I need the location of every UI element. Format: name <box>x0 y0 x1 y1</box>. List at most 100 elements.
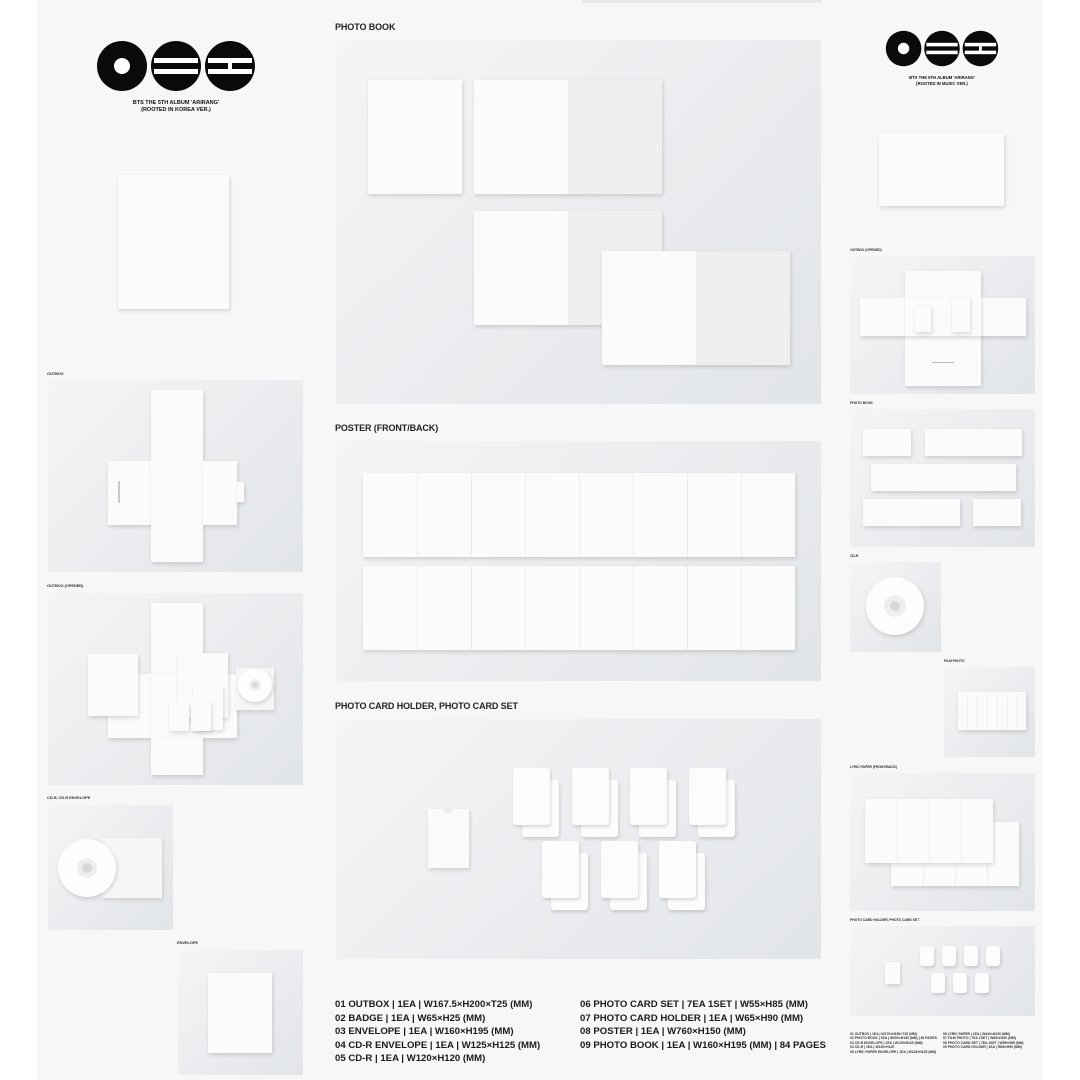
opened-flap-bottom <box>151 738 203 775</box>
section-label-music-film-photo: FILM PHOTO <box>944 659 965 663</box>
poster-panel <box>336 441 821 681</box>
spec-item: 03 CD-R ENVELOPE | 1EA | W125×H125 (MM) <box>850 1040 923 1045</box>
outbox-product <box>118 175 229 309</box>
cdr-disc <box>58 839 116 897</box>
badge-slot <box>118 481 120 503</box>
spec-item: 04 CD-R | 1EA | W120×H120 <box>850 1045 895 1050</box>
photo-card-front <box>659 841 696 898</box>
three-circles-logo-icon <box>97 41 255 91</box>
spec-item: 01 OUTBOX | 1EA | W170×H150×T25 (MM) <box>850 1032 917 1036</box>
music-photo-card <box>964 946 978 966</box>
music-photo-card <box>986 946 1000 966</box>
music-photobook-page <box>973 499 1021 526</box>
photobook-spread-1 <box>474 80 662 194</box>
photo-card-front <box>572 768 609 825</box>
music-photobook-spread <box>925 429 1022 456</box>
card-set-item <box>191 701 211 731</box>
film-strip <box>1018 692 1026 730</box>
outbox-flap-bottom <box>151 525 203 562</box>
spec-item: 08 PHOTO CARD SET | 7EA 1SET | W55×H85 (… <box>943 1040 1024 1045</box>
outbox-flap-top <box>151 390 203 462</box>
photo-card-front <box>601 841 638 898</box>
cd-disc-item <box>238 668 272 702</box>
film-strip <box>998 692 1008 730</box>
outbox-tab <box>237 482 244 502</box>
photo-card-holder <box>428 809 469 868</box>
korea-title-line1: BTS THE 5TH ALBUM 'ARIRANG' <box>132 100 220 106</box>
music-title-line1: BTS THE 5TH ALBUM 'ARIRANG' <box>909 75 975 80</box>
section-label-cdr: CD-R, CD-R ENVELOPE <box>47 795 91 800</box>
music-film-photo-panel <box>944 667 1035 757</box>
spec-item: 03 ENVELOPE | 1EA | W160×H195 (MM) <box>335 1026 514 1038</box>
envelope-panel <box>178 950 303 1075</box>
music-photo-card <box>975 973 989 993</box>
spec-item: 06 PHOTO CARD SET | 7EA 1SET | W55×H85 (… <box>580 999 808 1010</box>
card-holder-item <box>169 703 189 731</box>
music-opened-right <box>981 298 1026 336</box>
music-photo-card <box>953 973 967 993</box>
music-photobook-page <box>863 429 911 456</box>
spec-item: 06 LYRIC PAPER | 1EA | W440×H230 (MM) <box>943 1032 1010 1036</box>
spec-item: 02 PHOTO BOOK | 1EA | W200×H150 (MM) | 8… <box>850 1036 937 1041</box>
spec-list-right: 06 PHOTO CARD SET | 7EA 1SET | W55×H85 (… <box>580 998 826 1052</box>
spec-item: 08 POSTER | 1EA | W760×H150 (MM) <box>580 1026 746 1038</box>
section-label-outbox: OUTBOX <box>47 371 64 376</box>
envelope-product <box>208 973 272 1053</box>
outbox-panel <box>48 380 303 572</box>
music-photobook-spread <box>863 499 960 526</box>
music-photo-card <box>942 946 956 966</box>
music-photo-card <box>920 946 934 966</box>
lyric-paper-front <box>865 799 993 863</box>
spec-item: 02 BADGE | 1EA | W65×H25 (MM) <box>335 1012 486 1024</box>
section-label-outbox-opened: OUTBOX (OPENED) <box>47 583 84 588</box>
section-label-music-outbox-opened: OUTBOX (OPENED) <box>850 248 882 252</box>
outbox-right-flap <box>203 461 237 525</box>
envelope-item <box>88 654 138 716</box>
spec-item: 07 PHOTO CARD HOLDER | 1EA | W65×H90 (MM… <box>580 1012 804 1024</box>
outbox-opened-panel <box>48 593 303 785</box>
music-photo-card <box>931 973 945 993</box>
section-label-poster: POSTER (FRONT/BACK) <box>335 423 439 433</box>
music-title-line2: (ROOTED IN MUSIC VER.) <box>916 81 968 86</box>
music-card-item <box>915 306 931 332</box>
music-cdr-panel <box>850 562 941 652</box>
spec-item: 07 FILM PHOTO | 7EA 1SET | W65×H100 (MM) <box>943 1036 1017 1041</box>
photobook-spread-3 <box>602 251 790 365</box>
music-card-holder <box>885 962 900 984</box>
music-badge-slot <box>932 362 954 363</box>
korea-title-line2: (ROOTED IN KOREA VER.) <box>141 107 211 113</box>
spec-item: 05 LYRIC PAPER ENVELOPE | 1EA | W125×H12… <box>850 1049 937 1054</box>
music-cdr-disc <box>866 577 924 635</box>
music-film-item <box>952 298 970 332</box>
film-strip <box>958 692 968 730</box>
music-opened-left <box>860 298 905 336</box>
top-edge-strip <box>582 0 822 3</box>
three-circles-logo-icon <box>885 30 999 67</box>
music-spec-list-right: 06 LYRIC PAPER | 1EA | W440×H230 (MM) 07… <box>943 1032 1024 1050</box>
spec-item: 05 CD-R | 1EA | W120×H120 (MM) <box>335 1053 486 1065</box>
outbox-center <box>151 461 203 525</box>
photo-card-panel <box>336 719 821 959</box>
spec-item: 01 OUTBOX | 1EA | W167.5×H200×T25 (MM) <box>335 999 533 1010</box>
outbox-left-flap <box>108 461 152 525</box>
music-version-header: BTS THE 5TH ALBUM 'ARIRANG' (ROOTED IN M… <box>884 30 1000 90</box>
cdr-panel <box>48 805 173 930</box>
section-label-photo-card: PHOTO CARD HOLDER, PHOTO CARD SET <box>335 701 518 711</box>
music-photobook-spread <box>871 464 1016 491</box>
film-strip <box>968 692 978 730</box>
music-outbox-opened-panel <box>850 256 1035 394</box>
music-outbox-product <box>879 134 1004 206</box>
music-spec-list-left: 01 OUTBOX | 1EA | W170×H150×T25 (MM) 02 … <box>850 1032 937 1054</box>
music-lyric-paper-panel <box>850 773 1035 911</box>
section-label-envelope: ENVELOPE <box>177 940 198 945</box>
section-label-music-lyric-paper: LYRIC PAPER (FRONT/BACK) <box>850 765 897 769</box>
spec-item: 09 PHOTO CARD HOLDER | 1EA | W65×H90 (MM… <box>943 1045 1022 1050</box>
music-photo-book-panel <box>850 409 1035 547</box>
film-strip <box>1008 692 1018 730</box>
spec-item: 09 PHOTO BOOK | 1EA | W160×H195 (MM) | 8… <box>580 1039 826 1051</box>
spec-list-left: 01 OUTBOX | 1EA | W167.5×H200×T25 (MM) 0… <box>335 998 540 1066</box>
section-label-photo-book: PHOTO BOOK <box>335 22 396 32</box>
poster-back <box>363 566 795 650</box>
music-photo-card-panel <box>850 926 1035 1016</box>
poster-front <box>363 473 795 557</box>
